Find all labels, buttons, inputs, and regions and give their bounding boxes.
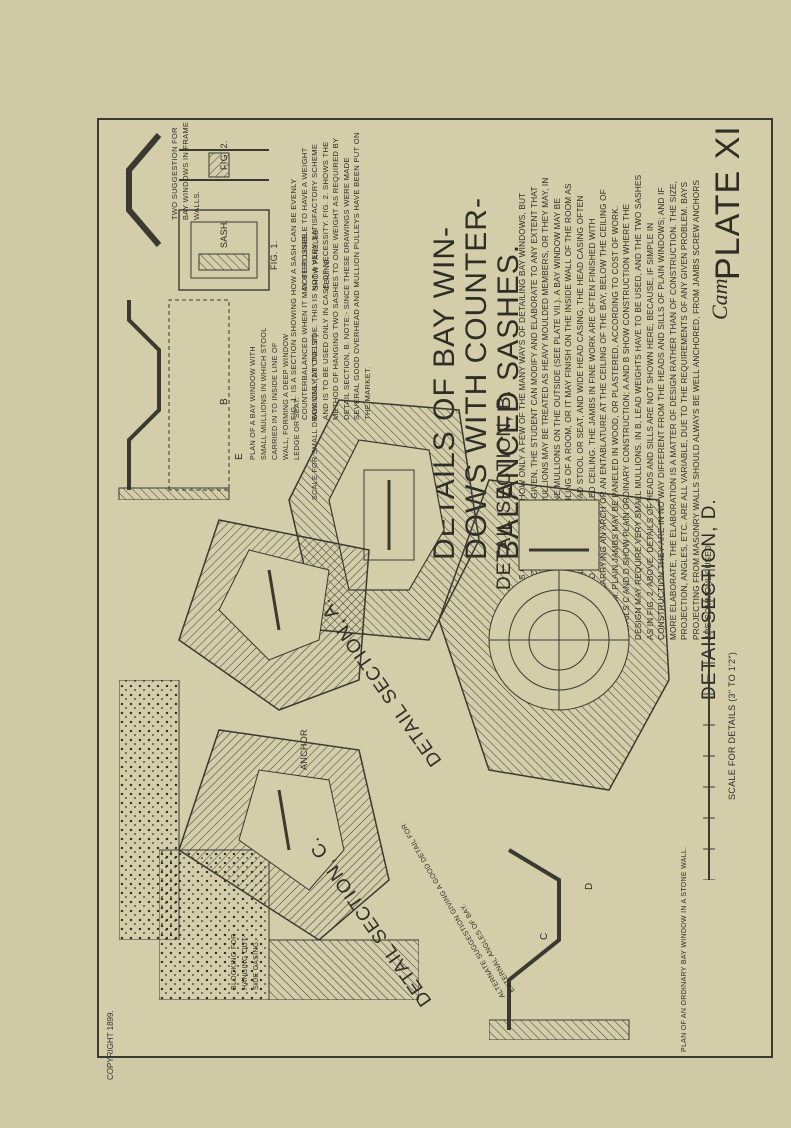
copyright: COPYRIGHT 1899. bbox=[106, 1010, 115, 1080]
plan-ordinary-note: PLAN OF AN ORDINARY BAY WINDOW IN A STON… bbox=[681, 846, 688, 1052]
drawing-plate: DETAILS OF BAY WIN- DOWS WITH COUNTER- B… bbox=[97, 118, 773, 1058]
scale-details-bar bbox=[703, 569, 715, 880]
detail-section-a-drawing bbox=[178, 519, 370, 711]
sash-label: SASH. bbox=[219, 219, 229, 248]
marker-e: E bbox=[234, 453, 245, 460]
detail-section-c-drawing bbox=[159, 729, 419, 1000]
marker-c: C bbox=[539, 932, 550, 940]
dotted-lines-note: DOTTED LINES SHOW PANELED CEILING. bbox=[300, 229, 331, 290]
fig1-label: FIG. 1. bbox=[269, 240, 279, 270]
two-suggestion-note: TWO SUGGESTION FOR BAY WINDOWS IN FRAME … bbox=[170, 121, 201, 220]
plate-number: PLATE XI bbox=[709, 125, 747, 280]
fig2-label: FIG. 2. bbox=[219, 140, 229, 170]
rotated-sheet: DETAILS OF BAY WIN- DOWS WITH COUNTER- B… bbox=[99, 120, 775, 1060]
fig-drawings bbox=[178, 149, 270, 291]
plan-bay-window bbox=[118, 299, 230, 500]
scale-details-label: SCALE FOR DETAILS (3" TO 1'2") bbox=[727, 651, 737, 800]
detail-section-d-drawing bbox=[438, 479, 670, 791]
marker-b: B bbox=[219, 398, 230, 405]
blocking-note: BLOCKING FOR HANGING OUT-SIDE CASING. bbox=[231, 933, 260, 991]
frame-wall-bay-drawing bbox=[126, 133, 162, 247]
plan-ordinary-bay bbox=[489, 848, 630, 1040]
marker-d: D bbox=[584, 882, 595, 890]
